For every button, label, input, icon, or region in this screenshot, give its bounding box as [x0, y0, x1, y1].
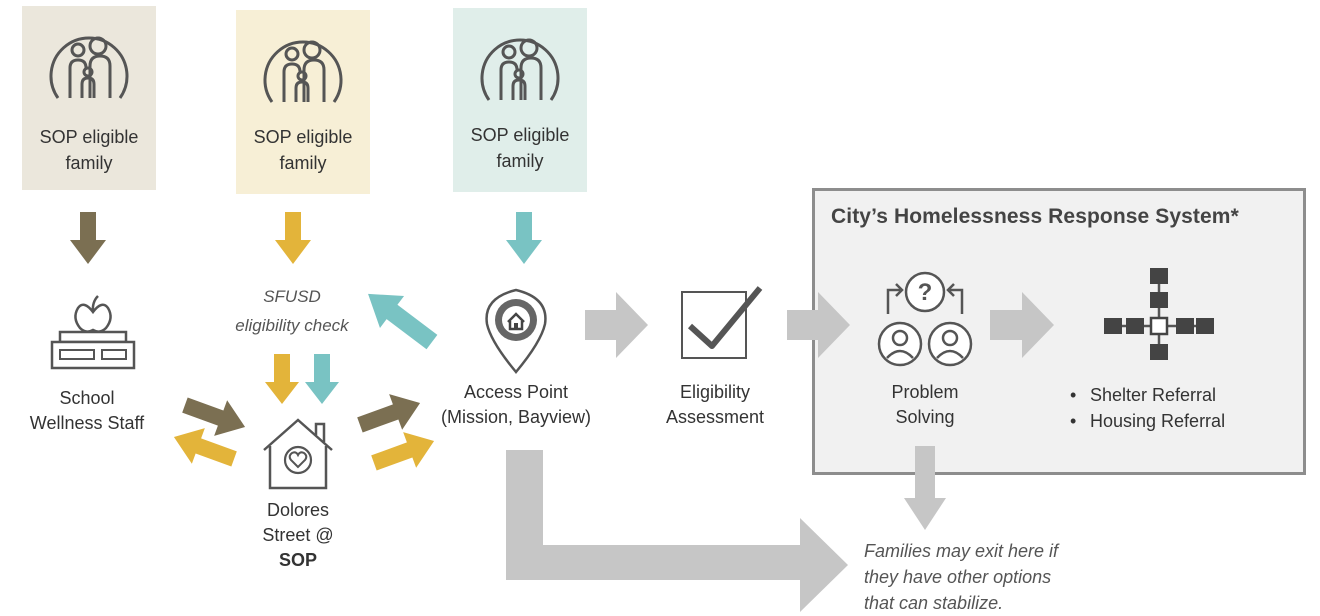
gold-arrow-dolores-to-access	[371, 432, 435, 471]
network-referral-icon	[1104, 268, 1214, 360]
referral-item-shelter: Shelter Referral	[1070, 382, 1225, 408]
brown-arrow-school-to-dolores	[182, 397, 246, 436]
access-point-label: Access Point(Mission, Bayview)	[440, 382, 592, 427]
checkbox-check-icon	[681, 286, 763, 359]
down-arrow-brown	[70, 212, 106, 264]
down-arrow-teal	[506, 212, 542, 264]
family-icon	[480, 38, 560, 101]
gray-arrow-access-to-eligibility	[585, 292, 648, 358]
family-icon	[263, 40, 343, 103]
house-heart-icon	[263, 418, 333, 490]
down-arrow-teal-2	[305, 354, 339, 404]
location-pin-icon	[485, 288, 547, 374]
gold-arrow-dolores-to-school	[173, 428, 237, 467]
exit-note: Families may exit here if they have othe…	[864, 541, 1059, 613]
referral-item-housing: Housing Referral	[1070, 408, 1225, 434]
referral-list: Shelter Referral Housing Referral	[1070, 382, 1225, 434]
svg-text:?: ?	[918, 279, 933, 306]
gray-exit-arrow	[506, 450, 848, 612]
school-desk-apple-icon	[50, 295, 136, 370]
gray-arrow-eligibility-to-problem	[787, 292, 850, 358]
family-icon	[49, 36, 129, 99]
gray-arrow-problem-to-referral	[990, 292, 1054, 358]
brown-arrow-dolores-to-access	[357, 394, 421, 433]
down-arrow-gold	[275, 212, 311, 264]
down-arrow-gold-2	[265, 354, 299, 404]
gray-arrow-problem-exit	[904, 446, 946, 530]
system-title: City’s Homelessness Response System*	[831, 205, 1239, 228]
teal-arrow-to-sfusd	[368, 293, 438, 350]
problem-solving-people-icon: ?	[877, 271, 973, 367]
